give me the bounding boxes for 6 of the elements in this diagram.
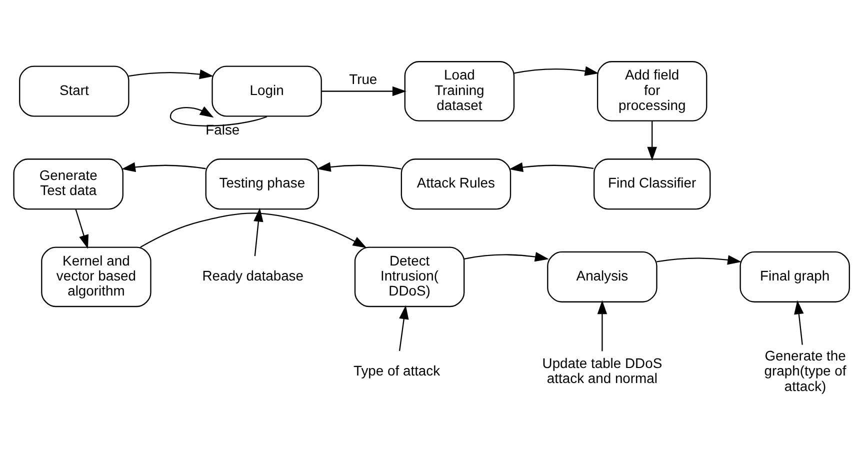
edge-label: True	[348, 70, 377, 87]
node-text: Type of attack	[352, 362, 440, 379]
edge-label: False	[205, 121, 240, 138]
node-text: Update table DDoS attack and normal	[542, 355, 662, 386]
node-text: Generate the graph(type of attack)	[764, 348, 846, 394]
node-text: Ready database	[202, 268, 304, 284]
